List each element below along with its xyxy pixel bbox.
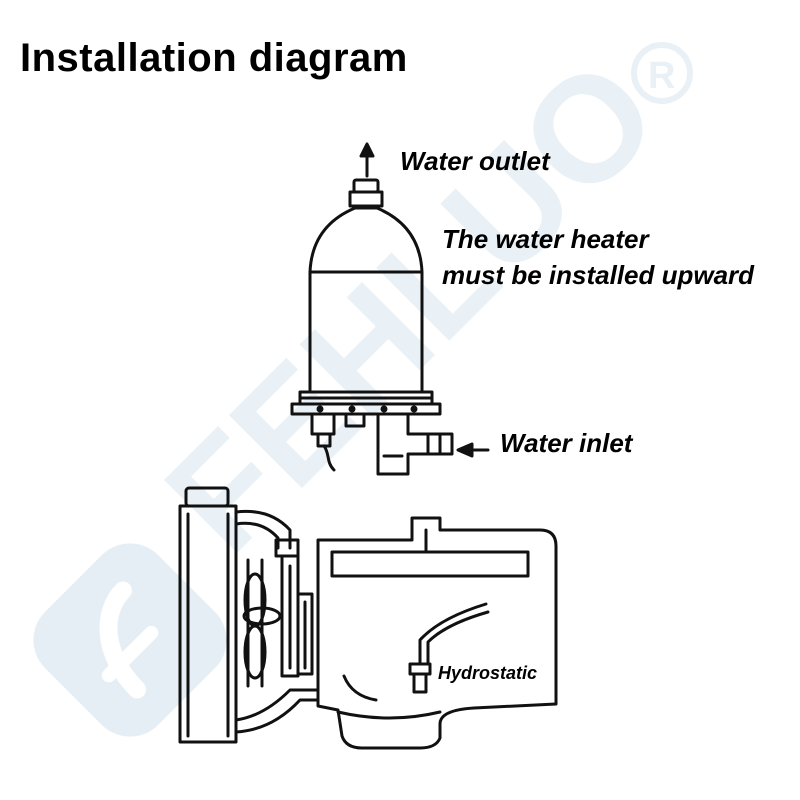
engine-block: [178, 486, 558, 750]
water-inlet-label: Water inlet: [500, 428, 633, 458]
outlet-arrow-icon: [359, 142, 375, 178]
watermark-registered-icon: [631, 42, 693, 104]
water-heater: [290, 178, 454, 476]
inlet-arrow-icon: [456, 442, 490, 458]
water-outlet-label: Water outlet: [400, 146, 550, 176]
page-title: Installation diagram: [20, 36, 408, 80]
heater-note-line1: The water heater: [442, 224, 649, 254]
svg-text:R: R: [648, 55, 675, 97]
watermark-logo: [33, 543, 227, 737]
heater-note-line2: must be installed upward: [442, 260, 755, 290]
hydrostatic-label: Hydrostatic: [438, 663, 538, 683]
